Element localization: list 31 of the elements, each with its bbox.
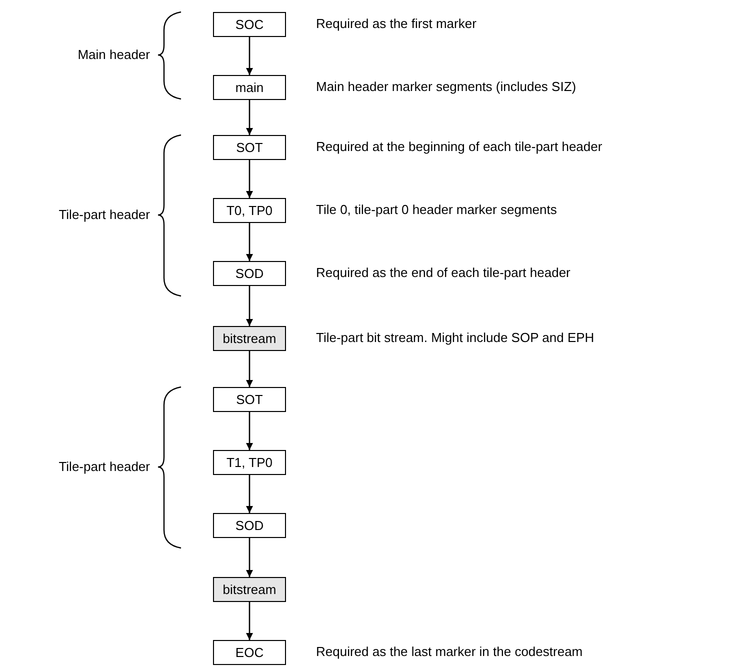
group-label: Tile-part header [58,459,150,475]
description-text: Required as the end of each tile-part header [316,265,570,281]
arrow [246,351,253,387]
group-label: Main header [78,47,150,63]
description-text: Tile 0, tile-part 0 header marker segments [316,202,557,218]
arrow [246,37,253,75]
marker-box: SOT [213,135,286,160]
marker-box: main [213,75,286,100]
marker-box: SOT [213,387,286,412]
marker-box: T0, TP0 [213,198,286,223]
arrow [246,160,253,198]
description-text: Main header marker segments (includes SIZ) [316,79,576,95]
arrow [246,475,253,513]
bitstream-box: bitstream [213,577,286,602]
description-text: Required as the last marker in the codestream [316,644,583,660]
description-text: Required at the beginning of each tile-part header [316,139,602,155]
description-text: Required as the first marker [316,16,476,32]
arrow [246,602,253,640]
arrow [246,100,253,135]
bitstream-box: bitstream [213,326,286,351]
marker-box: SOD [213,261,286,286]
marker-box: SOC [213,12,286,37]
group-label: Tile-part header [58,207,150,223]
marker-box: EOC [213,640,286,665]
arrow [246,223,253,261]
marker-box: T1, TP0 [213,450,286,475]
arrow [246,412,253,450]
marker-box: SOD [213,513,286,538]
arrow [246,538,253,577]
description-text: Tile-part bit stream. Might include SOP and EPH [316,330,594,346]
arrow [246,286,253,326]
